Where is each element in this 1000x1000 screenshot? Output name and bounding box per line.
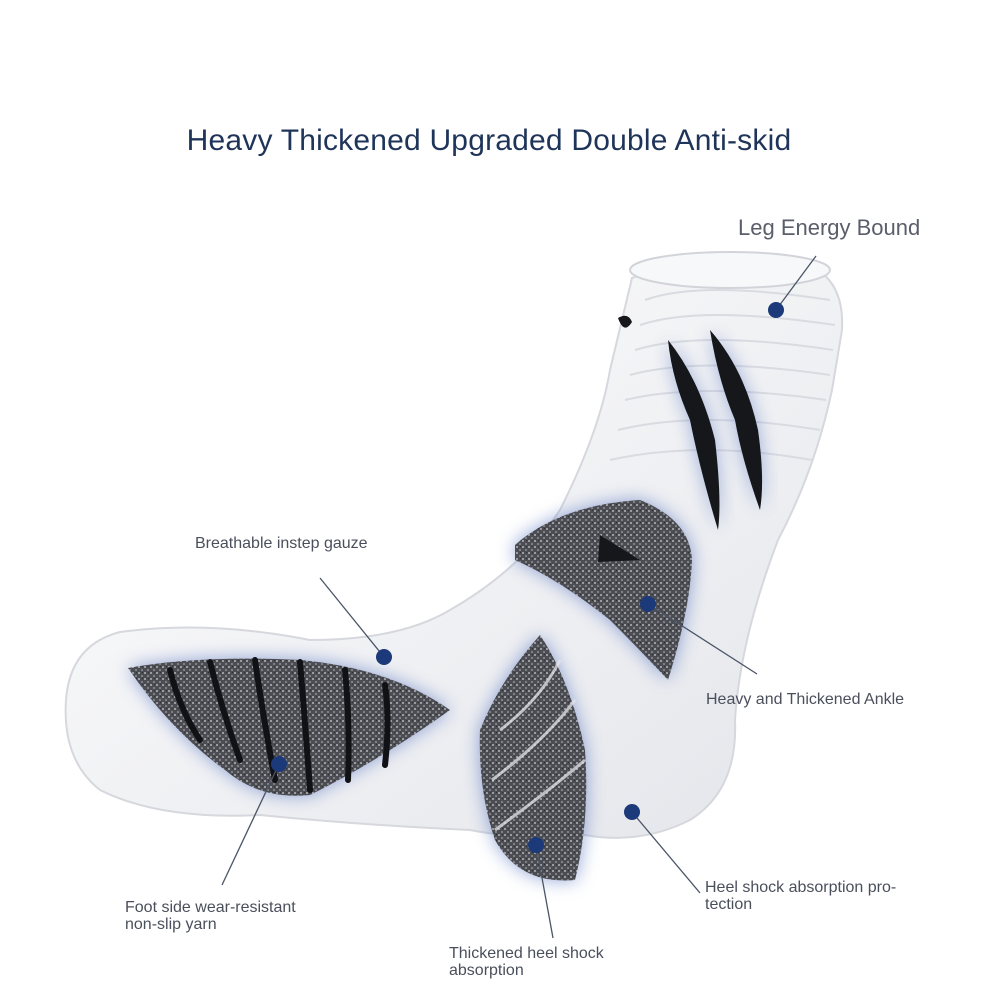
callout-leg-energy: Leg Energy Bound (738, 215, 921, 240)
callout-heel-protection: Heel shock absorption pro- tection (705, 879, 896, 913)
page-title: Heavy Thickened Upgraded Double Anti-ski… (186, 124, 792, 157)
marker-leg-energy (768, 302, 784, 318)
sock-cuff (629, 251, 831, 289)
callout-instep: Breathable instep gauze (195, 535, 368, 552)
leg-energy-band (618, 315, 763, 530)
marker-ankle (640, 596, 656, 612)
callout-heel-shock-line2: absorption (449, 962, 524, 979)
callout-heel-protection-line2: tection (705, 896, 753, 913)
callout-heel-shock-line1: Thickened heel shock (449, 945, 604, 962)
marker-heel-shock (528, 837, 544, 853)
marker-heel-protection (624, 804, 640, 820)
foot-side-pad (128, 657, 450, 796)
callout-heel-protection-line1: Heel shock absorption pro- (705, 879, 897, 896)
callout-foot-side: Foot side wear-resistant non-slip yarn (125, 899, 296, 933)
callout-ankle: Heavy and Thickened Ankle (706, 691, 905, 708)
callout-foot-side-line1: Foot side wear-resistant (125, 899, 296, 916)
sock-body (64, 257, 844, 839)
heel-pad (479, 635, 587, 881)
callout-foot-side-line2: non-slip yarn (125, 916, 217, 933)
ankle-pad (515, 500, 692, 680)
marker-foot-side (271, 756, 287, 772)
callout-lines (221, 255, 817, 939)
marker-instep (376, 649, 392, 665)
callout-heel-shock: Thickened heel shock absorption (449, 945, 604, 979)
